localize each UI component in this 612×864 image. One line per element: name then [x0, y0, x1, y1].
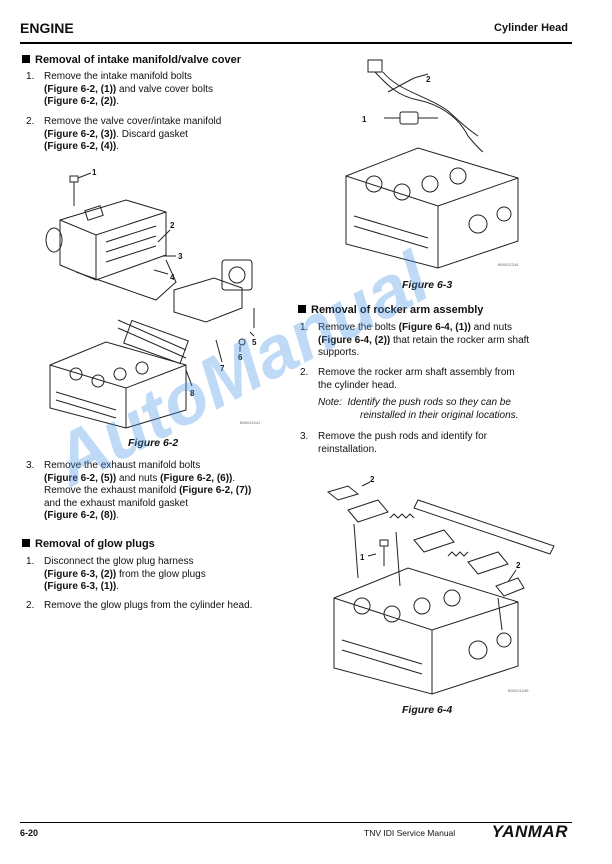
bullet-square-icon	[298, 305, 306, 313]
section-heading-glow-plugs: Removal of glow plugs	[22, 538, 155, 550]
chapter-title: ENGINE	[20, 20, 74, 36]
step-glow-2: 2. Remove the glow plugs from the cylind…	[26, 600, 253, 611]
callout-2: 2	[370, 475, 375, 484]
callout-2: 2	[170, 221, 175, 230]
bullet-square-icon	[22, 55, 30, 63]
yanmar-logo: YANMAR	[491, 822, 568, 841]
figure-code: B00021244	[498, 262, 519, 267]
figure-6-4-caption: Figure 6-4	[402, 704, 453, 716]
figure-6-3-caption: Figure 6-3	[402, 279, 453, 291]
step-exhaust-3: 3. Remove the exhaust manifold bolts(Fig…	[26, 460, 252, 521]
callout-4: 4	[170, 273, 175, 282]
step-rocker-1: 1. Remove the bolts (Figure 6-4, (1)) an…	[300, 322, 530, 358]
page-number: 6-20	[20, 828, 39, 838]
callout-6: 6	[238, 353, 243, 362]
figure-6-3-illustration: 1 2 B00021244	[345, 59, 519, 269]
callout-2: 2	[426, 75, 431, 84]
figure-6-2-illustration: 1 2 3 4 5 6 7 8 B00011041	[45, 168, 261, 429]
figure-code: B00021245	[508, 688, 529, 693]
note-push-rods: Note: Identify the push rods so they can…	[318, 397, 519, 421]
callout-1: 1	[360, 553, 365, 562]
section-heading-intake: Removal of intake manifold/valve cover	[22, 54, 241, 66]
step-intake-1: 1. Remove the intake manifold bolts(Figu…	[26, 71, 213, 107]
callout-1: 1	[92, 168, 97, 177]
callout-1: 1	[362, 115, 367, 124]
step-glow-1: 1. Disconnect the glow plug harness(Figu…	[26, 556, 206, 592]
figure-6-2-caption: Figure 6-2	[128, 437, 179, 449]
callout-3: 3	[178, 252, 183, 261]
footer-rule	[20, 822, 572, 823]
header-rule	[20, 42, 572, 44]
callout-2: 2	[516, 561, 521, 570]
section-title: Cylinder Head	[494, 22, 568, 34]
step-rocker-3: 3. Remove the push rods and identify for…	[300, 431, 487, 455]
figure-6-4-illustration: 2 1 2 B00021245	[326, 475, 555, 695]
step-rocker-2: 2. Remove the rocker arm shaft assembly …	[300, 367, 515, 391]
callout-7: 7	[220, 364, 225, 373]
section-heading-rocker-arm: Removal of rocker arm assembly	[298, 304, 483, 316]
figure-code: B00011041	[240, 420, 261, 425]
callout-8: 8	[190, 389, 195, 398]
manual-title: TNV IDI Service Manual	[364, 828, 456, 838]
callout-5: 5	[252, 338, 257, 347]
step-intake-2: 2. Remove the valve cover/intake manifol…	[26, 116, 222, 152]
bullet-square-icon	[22, 539, 30, 547]
